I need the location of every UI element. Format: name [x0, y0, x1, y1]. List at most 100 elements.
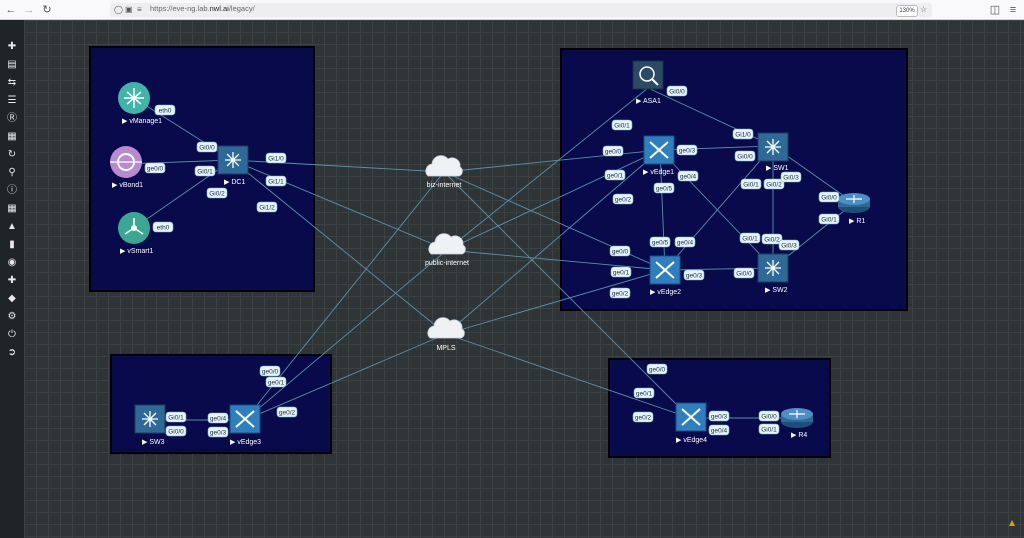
node-label: ▶ ASA1: [636, 98, 661, 105]
interface-text: ge0/2: [635, 414, 652, 421]
node-label: ▶ SW1: [766, 165, 789, 172]
interface-text: ge0/3: [711, 413, 728, 420]
unlock-icon[interactable]: ◉: [7, 257, 17, 268]
graduation-icon[interactable]: ▲: [7, 221, 17, 232]
interface-text: ge0/5: [656, 185, 673, 192]
zoom-level[interactable]: 130%: [896, 5, 918, 17]
address-bar[interactable]: ◯ ▣ ≡ https://eve-ng.lab.nwl.ai/legacy/ …: [110, 3, 932, 17]
logout-icon[interactable]: ➲: [7, 347, 17, 358]
interface-label-vedge1-ge04: ge0/4: [677, 170, 699, 182]
node-label: ▶ SW3: [142, 439, 165, 446]
forward-icon[interactable]: →: [23, 4, 35, 16]
power-icon[interactable]: ⏻: [8, 329, 16, 340]
node-label: ▶ vEdge3: [230, 439, 261, 446]
interface-label-sw2-gi02: Gi0/2: [761, 233, 783, 245]
interface-label-sw2-gi00: Gi0/0: [733, 267, 755, 279]
interface-label-sw3-gi01: Gi0/1: [165, 411, 187, 423]
interface-text: ge0/5: [652, 239, 669, 246]
interface-label-vedge3-ge04: ge0/4: [207, 412, 229, 424]
interface-text: ge0/3: [679, 147, 696, 154]
interface-label-sw3-gi00: Gi0/0: [165, 425, 187, 437]
node-dc1[interactable]: ▶ DC1: [217, 145, 249, 186]
menu-icon[interactable]: ≡: [1009, 4, 1017, 16]
shield-icon[interactable]: ◯: [114, 5, 123, 14]
list-icon[interactable]: ☰: [7, 95, 17, 106]
interface-label-asa1-gi00: Gi0/0: [666, 85, 688, 97]
info-icon[interactable]: ⓘ: [7, 185, 17, 196]
interface-text: Gi0/3: [783, 174, 799, 181]
interface-text: ge0/0: [147, 165, 164, 172]
node-vedge4[interactable]: ▶ vEdge4: [675, 402, 707, 444]
node-vedge3[interactable]: ▶ vEdge3: [229, 404, 261, 446]
node-label: ▶ R1: [849, 218, 865, 225]
node-sw3[interactable]: ▶ SW3: [134, 404, 166, 446]
interface-text: Gi0/2: [209, 190, 225, 197]
node-asa1[interactable]: ▶ ASA1: [632, 60, 664, 105]
interface-label-dc1-gi00: Gi0/0: [196, 141, 218, 153]
node-vedge2[interactable]: ▶ vEdge2: [649, 255, 681, 296]
tag-icon[interactable]: ◆: [8, 293, 16, 304]
cloud-icon: [428, 233, 466, 255]
node-vbond1[interactable]: ▶ vBond1: [110, 146, 143, 189]
node-sw1[interactable]: ▶ SW1: [757, 132, 789, 172]
mpls-cloud[interactable]: MPLS: [427, 317, 465, 352]
interface-text: Gi0/1: [614, 122, 630, 129]
interface-text: Gi0/0: [821, 194, 837, 201]
node-vmanage1[interactable]: ▶ vManage1: [118, 82, 162, 125]
node-label: ▶ vEdge1: [643, 169, 674, 176]
node-label: ▶ vManage1: [122, 118, 162, 125]
add-icon[interactable]: ✚: [7, 41, 17, 52]
interface-label-dc1-gi11: Gi1/1: [265, 175, 287, 187]
gear-icon[interactable]: ⚙: [7, 311, 17, 322]
interface-text: ge0/4: [680, 173, 697, 180]
interface-label-vedge1-ge03: ge0/3: [676, 144, 698, 156]
interface-label-vedge1-ge05: ge0/5: [653, 182, 675, 194]
grid-icon[interactable]: ▦: [7, 131, 17, 142]
pocket-icon[interactable]: ◫: [989, 4, 1001, 16]
node-label: ▶ vEdge4: [676, 437, 707, 444]
node-vedge1[interactable]: ▶ vEdge1: [643, 135, 675, 176]
node-label: ▶ SW2: [765, 287, 788, 294]
interface-label-vedge1-ge01: ge0/1: [604, 169, 626, 181]
interface-text: ge0/0: [612, 248, 629, 255]
interface-label-dc1-gi02: Gi0/2: [206, 187, 228, 199]
node-r4[interactable]: ▶ R4: [781, 408, 813, 439]
refresh-icon[interactable]: ↻: [7, 149, 17, 160]
reload-icon[interactable]: ↻: [42, 4, 52, 16]
stack-icon[interactable]: ▤: [7, 59, 17, 70]
exchange-icon[interactable]: ⇆: [7, 77, 17, 88]
node-label: ▶ vEdge2: [650, 289, 681, 296]
firewall-icon: [632, 60, 664, 90]
node-r1[interactable]: ▶ R1: [838, 193, 870, 225]
permissions-icon[interactable]: ≡: [137, 5, 142, 14]
back-icon[interactable]: ←: [5, 4, 17, 16]
node-sw2[interactable]: ▶ SW2: [757, 253, 789, 294]
lock-icon[interactable]: ▣: [125, 5, 133, 14]
public-internet-cloud[interactable]: public-internet: [425, 233, 469, 267]
interface-text: ge0/3: [210, 429, 227, 436]
interface-text: ge0/1: [613, 269, 630, 276]
cursor-icon: [1009, 520, 1015, 526]
interface-label-vbond-ge00: ge0/0: [144, 162, 166, 174]
interface-label-dc1-gi01: Gi0/1: [194, 165, 216, 177]
interface-text: ge0/4: [210, 415, 227, 422]
interface-label-vedge3-ge01: ge0/1: [265, 376, 287, 388]
table-icon[interactable]: ▦: [7, 203, 17, 214]
interface-label-sw2-gi01: Gi0/1: [739, 232, 761, 244]
interface-labels: eth0ge0/0eth0Gi0/0Gi0/1Gi0/2Gi1/0Gi1/1Gi…: [144, 85, 840, 438]
interface-label-vedge4-ge00: ge0/0: [646, 363, 668, 375]
bookmark-star-icon[interactable]: ☆: [920, 5, 928, 14]
interface-text: Gi0/0: [199, 144, 215, 151]
interface-label-vedge2-ge04: ge0/4: [674, 236, 696, 248]
interface-text: Gi1/1: [268, 178, 284, 185]
interface-label-vedge1-ge02: ge0/2: [612, 193, 634, 205]
interface-label-vsmart-eth0: eth0: [152, 221, 174, 233]
node-vsmart1[interactable]: ▶ vSmart1: [118, 212, 153, 255]
biz-internet-cloud[interactable]: biz-internet: [425, 155, 463, 189]
zoom-icon[interactable]: ⚲: [8, 167, 16, 178]
url-text[interactable]: https://eve-ng.lab.nwl.ai/legacy/: [150, 4, 255, 13]
chat-icon[interactable]: ▮: [9, 239, 15, 250]
interface-text: Gi0/0: [168, 428, 184, 435]
text-icon[interactable]: Ⓡ: [7, 113, 17, 124]
fit-icon[interactable]: ✚: [7, 275, 17, 286]
